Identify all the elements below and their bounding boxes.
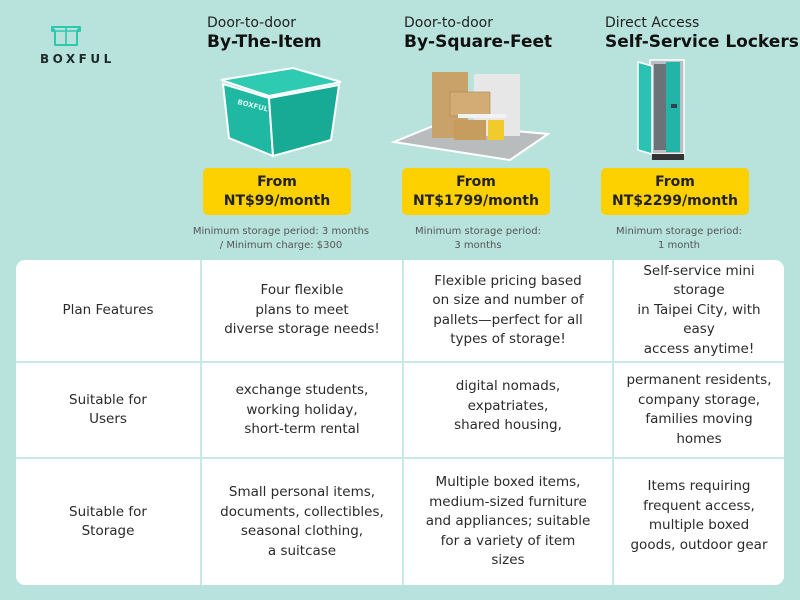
note-line: / Minimum charge: $300: [219, 240, 343, 251]
plan-subtitle: Direct Access: [605, 15, 700, 31]
price-badge-by-item: From NT$99/month: [203, 168, 351, 215]
price-badge-lockers: From NT$2299/month: [601, 168, 749, 215]
row-label-line: Plan Features: [62, 301, 154, 318]
price-badge-by-square-feet: From NT$1799/month: [402, 168, 550, 215]
plan-name: By-Square-Feet: [404, 32, 553, 52]
cell-line: short-term rental: [244, 421, 360, 438]
storage-room-image: [390, 72, 550, 162]
cell-line: for a variety of item: [440, 532, 576, 549]
price-from: From: [655, 173, 695, 190]
row-label: Suitable for Users: [16, 363, 202, 460]
brand-logo[interactable]: BOXFUL: [36, 24, 115, 66]
cell-line: plans to meet: [255, 301, 349, 318]
table-cell: Four flexible plans to meet diverse stor…: [202, 260, 404, 364]
cell-line: on size and number of: [432, 292, 584, 309]
cell-line: Items requiring: [647, 478, 751, 495]
open-box-icon: [51, 26, 81, 46]
row-label: Suitable for Storage: [16, 459, 202, 585]
row-label-line: Suitable for: [69, 503, 147, 520]
cell-line: Self-service mini storage: [643, 262, 755, 299]
cell-line: digital nomads,: [455, 378, 561, 395]
price-from: From: [456, 173, 496, 190]
price-amount: NT$99/month: [223, 192, 331, 209]
cell-line: expatriates,: [467, 397, 549, 414]
table-row-plan-features: Plan Features Four flexible plans to mee…: [16, 260, 784, 364]
cell-line: Multiple boxed items,: [435, 474, 581, 491]
cell-line: medium-sized furniture: [429, 493, 587, 510]
plan-header-lockers: Direct Access Self-Service Lockers: [605, 14, 799, 52]
price-amount: NT$1799/month: [413, 192, 539, 209]
cell-line: exchange students,: [235, 382, 369, 399]
locker-image: [637, 59, 685, 160]
table-row-suitable-users: Suitable for Users exchange students, wo…: [16, 363, 784, 460]
note-line: 1 month: [658, 240, 700, 251]
cell-line: frequent access,: [643, 497, 755, 514]
note-line: Minimum storage period:: [616, 226, 742, 237]
note-line: Minimum storage period: 3 months: [192, 226, 370, 237]
cell-line: seasonal clothing,: [240, 523, 364, 540]
note-line: 3 months: [454, 240, 502, 251]
brand-name: BOXFUL: [40, 52, 115, 66]
cell-line: access anytime!: [643, 340, 755, 357]
cell-line: sizes: [491, 552, 525, 569]
cell-line: types of storage!: [450, 331, 566, 348]
table-cell: Items requiring frequent access, multipl…: [614, 459, 784, 585]
cell-line: Four flexible: [260, 282, 344, 299]
cell-line: diverse storage needs!: [224, 321, 380, 338]
table-cell: permanent residents, company storage, fa…: [614, 363, 784, 460]
minimum-period-note: Minimum storage period: 3 months: [378, 225, 578, 253]
plan-subtitle: Door-to-door: [404, 15, 493, 31]
table-cell: Small personal items, documents, collect…: [202, 459, 404, 585]
cell-line: multiple boxed: [648, 517, 750, 534]
table-cell: Flexible pricing based on size and numbe…: [404, 260, 614, 364]
row-label-line: Storage: [81, 523, 135, 540]
plan-subtitle: Door-to-door: [207, 15, 296, 31]
row-label-line: Suitable for: [69, 391, 147, 408]
cell-line: shared housing,: [454, 417, 562, 434]
cell-line: and appliances; suitable: [425, 513, 591, 530]
storage-bin-image: BOXFUL: [220, 66, 342, 158]
cell-line: company storage,: [637, 391, 761, 408]
table-row-suitable-storage: Suitable for Storage Small personal item…: [16, 459, 784, 585]
table-cell: exchange students, working holiday, shor…: [202, 363, 404, 460]
cell-line: permanent residents,: [626, 372, 772, 389]
row-label-line: Users: [89, 411, 127, 428]
row-label: Plan Features: [16, 260, 202, 364]
plan-header-by-item: Door-to-door By-The-Item: [207, 14, 322, 52]
plan-name: Self-Service Lockers: [605, 32, 799, 52]
cell-line: a suitcase: [267, 542, 337, 559]
comparison-table: Plan Features Four flexible plans to mee…: [16, 260, 784, 585]
cell-line: in Taipei City, with easy: [637, 301, 761, 338]
cell-line: working holiday,: [246, 401, 358, 418]
cell-line: documents, collectibles,: [220, 503, 384, 520]
plan-header-by-square-feet: Door-to-door By-Square-Feet: [404, 14, 552, 52]
cell-line: families moving homes: [645, 411, 753, 447]
cell-line: Small personal items,: [228, 484, 376, 501]
minimum-period-note: Minimum storage period: 1 month: [579, 225, 779, 253]
cell-line: goods, outdoor gear: [630, 536, 768, 553]
table-cell: Self-service mini storage in Taipei City…: [614, 260, 784, 364]
table-cell: Multiple boxed items, medium-sized furni…: [404, 459, 614, 585]
price-from: From: [257, 173, 297, 190]
price-amount: NT$2299/month: [612, 192, 738, 209]
plan-name: By-The-Item: [207, 32, 322, 52]
cell-line: pallets—perfect for all: [433, 311, 583, 328]
table-cell: digital nomads, expatriates, shared hous…: [404, 363, 614, 460]
cell-line: Flexible pricing based: [434, 272, 582, 289]
note-line: Minimum storage period:: [415, 226, 541, 237]
minimum-period-note: Minimum storage period: 3 months / Minim…: [181, 225, 381, 253]
